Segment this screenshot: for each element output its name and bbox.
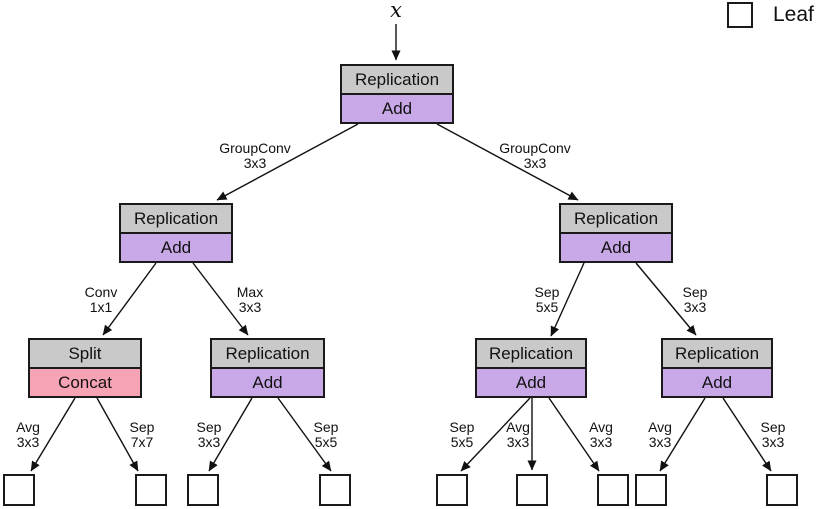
edge-label-avg-3x3-leaf8: Avg 3x3 bbox=[648, 419, 672, 450]
node-op-label: Add bbox=[477, 367, 585, 396]
edge-label-root-right: GroupConv 3x3 bbox=[499, 140, 571, 171]
tree-node-left-right: Replication Add bbox=[210, 338, 325, 398]
edge-label-avg-3x3-leaf1: Avg 3x3 bbox=[16, 419, 40, 450]
leaf-node-3 bbox=[187, 474, 219, 506]
node-op-label: Add bbox=[663, 367, 771, 396]
edge-rl-to-leaf7 bbox=[548, 397, 600, 472]
edge-rl-to-leaf5 bbox=[460, 397, 531, 472]
leaf-node-6 bbox=[516, 474, 548, 506]
node-op-label: Add bbox=[121, 232, 231, 261]
tree-node-left: Replication Add bbox=[119, 203, 233, 263]
leaf-node-1 bbox=[3, 474, 35, 506]
edge-rr-to-leaf8 bbox=[659, 397, 706, 472]
edge-lr-to-leaf3 bbox=[208, 397, 253, 472]
leaf-node-8 bbox=[635, 474, 667, 506]
edge-label-avg-3x3-leaf6: Avg 3x3 bbox=[506, 419, 530, 450]
legend-leaf-label: Leaf bbox=[773, 3, 814, 26]
node-merge-label: Replication bbox=[121, 205, 231, 232]
leaf-node-9 bbox=[766, 474, 798, 506]
edge-root-to-right bbox=[436, 123, 579, 201]
node-merge-label: Replication bbox=[477, 340, 585, 367]
edge-root-to-left bbox=[216, 123, 359, 201]
leaf-node-7 bbox=[597, 474, 629, 506]
edge-left-to-lr bbox=[192, 262, 249, 336]
edge-right-to-rl bbox=[550, 262, 585, 337]
leaf-node-2 bbox=[135, 474, 167, 506]
edge-right-to-rr bbox=[635, 262, 697, 336]
edge-label-sep-5x5-leaf4: Sep 5x5 bbox=[313, 419, 339, 450]
tree-node-left-left: Split Concat bbox=[28, 338, 142, 398]
node-merge-label: Replication bbox=[561, 205, 671, 232]
legend: Leaf bbox=[727, 2, 814, 28]
edge-label-max-3x3: Max 3x3 bbox=[236, 284, 264, 315]
edge-ll-to-leaf2 bbox=[96, 397, 139, 472]
edge-label-sep-3x3-leaf9: Sep 3x3 bbox=[760, 419, 786, 450]
tree-node-right-left: Replication Add bbox=[475, 338, 587, 398]
leaf-node-5 bbox=[436, 474, 468, 506]
leaf-node-4 bbox=[319, 474, 351, 506]
edge-label-sep-5x5-leaf5: Sep 5x5 bbox=[449, 419, 475, 450]
node-merge-label: Replication bbox=[342, 66, 452, 93]
edge-lr-to-leaf4 bbox=[277, 397, 332, 472]
node-merge-label: Replication bbox=[663, 340, 771, 367]
edge-label-sep-5x5-right: Sep 5x5 bbox=[534, 284, 560, 315]
tree-node-right: Replication Add bbox=[559, 203, 673, 263]
node-merge-label: Replication bbox=[212, 340, 323, 367]
edge-rr-to-leaf9 bbox=[722, 397, 772, 472]
edge-label-sep-3x3-leaf3: Sep 3x3 bbox=[196, 419, 222, 450]
edge-ll-to-leaf1 bbox=[30, 397, 76, 472]
edge-label-sep-3x3-right: Sep 3x3 bbox=[682, 284, 708, 315]
edge-label-avg-3x3-leaf7: Avg 3x3 bbox=[589, 419, 613, 450]
tree-node-right-right: Replication Add bbox=[661, 338, 773, 398]
node-op-label: Concat bbox=[30, 367, 140, 396]
input-variable-label: x bbox=[390, 0, 402, 22]
tree-node-root: Replication Add bbox=[340, 64, 454, 124]
edge-label-root-left: GroupConv 3x3 bbox=[219, 140, 291, 171]
node-op-label: Add bbox=[561, 232, 671, 261]
legend-leaf-swatch bbox=[727, 2, 753, 28]
edge-left-to-ll bbox=[102, 262, 157, 336]
node-op-label: Add bbox=[212, 367, 323, 396]
node-merge-label: Split bbox=[30, 340, 140, 367]
edge-label-sep-7x7-leaf2: Sep 7x7 bbox=[129, 419, 155, 450]
edge-label-conv-1x1: Conv 1x1 bbox=[84, 284, 118, 315]
node-op-label: Add bbox=[342, 93, 452, 122]
